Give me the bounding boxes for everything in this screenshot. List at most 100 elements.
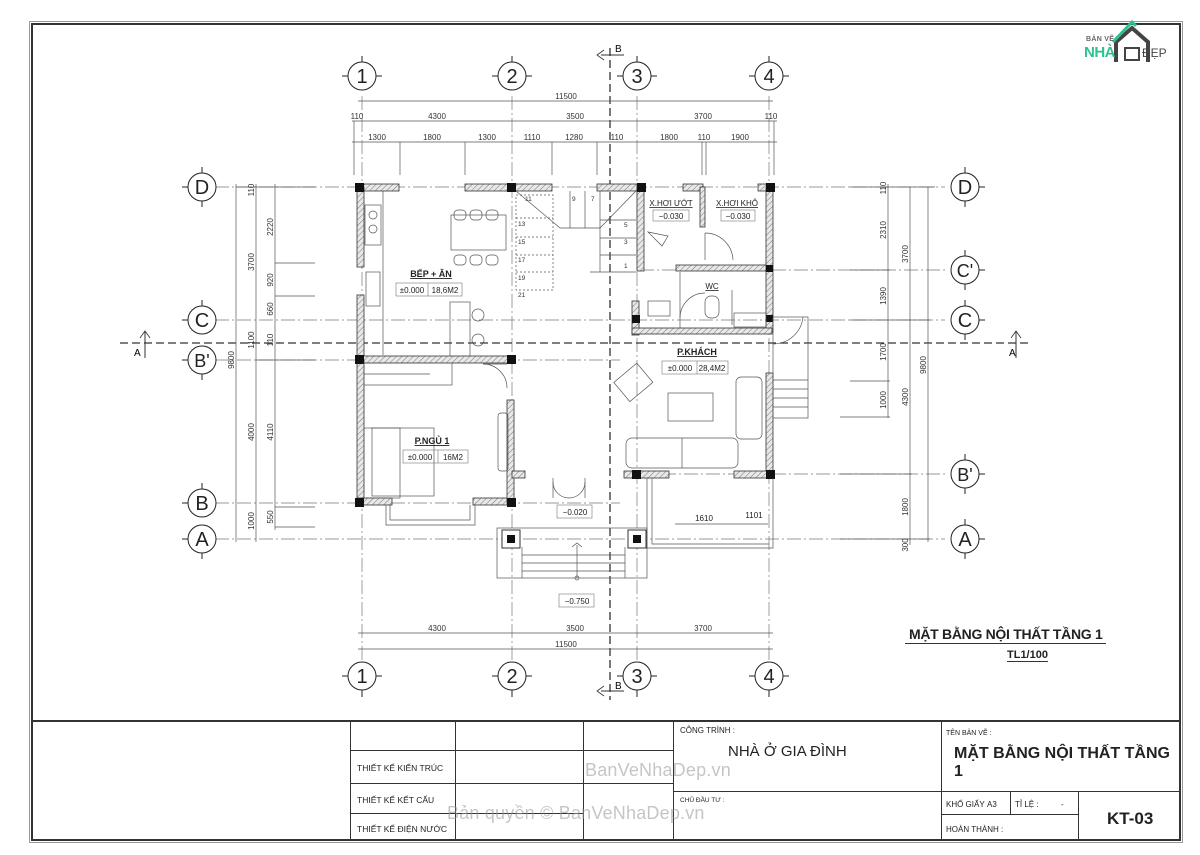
svg-text:3500: 3500: [566, 112, 584, 121]
svg-text:4110: 4110: [266, 423, 275, 441]
svg-text:−0.030: −0.030: [726, 212, 751, 221]
svg-text:WC: WC: [705, 282, 719, 291]
svg-text:A: A: [195, 529, 209, 551]
drawing-title: MẶT BẰNG NỘI THẤT TẦNG 1: [905, 626, 1107, 644]
title-block: THIẾT KẾ KIẾN TRÚC THIẾT KẾ KẾT CẤU THIẾ…: [31, 720, 1181, 841]
house-logo-icon: [1111, 19, 1150, 62]
svg-text:11: 11: [525, 196, 532, 203]
svg-text:1800: 1800: [660, 133, 678, 142]
svg-text:P.KHÁCH: P.KHÁCH: [677, 347, 717, 357]
sign-cell-5: [456, 814, 584, 841]
paper-size-cell: KHỔ GIẤY A3: [942, 792, 1011, 815]
svg-text:1100: 1100: [247, 331, 256, 349]
section-marker-b-top: B: [596, 44, 624, 61]
svg-text:2220: 2220: [266, 218, 275, 236]
svg-text:3500: 3500: [566, 624, 584, 633]
drawing-frame-outer: [29, 21, 1183, 843]
svg-text:3: 3: [631, 66, 642, 88]
svg-text:28,4M2: 28,4M2: [699, 364, 726, 373]
dimension-text-left: 9800 110 3700 1100 4000 1000 2220 920 66…: [227, 183, 275, 530]
brand-logo: BẢN VẼ NHÀ ĐẸP: [1080, 14, 1180, 64]
stove: [364, 204, 382, 246]
sheet-name-cell: TÊN BẢN VẼ : MẶT BẰNG NỘI THẤT TẦNG 1: [942, 722, 1181, 792]
grid-bubble-1-bottom: 1: [342, 661, 382, 697]
sign-cell-3: [456, 784, 584, 814]
logo-line3: ĐẸP: [1142, 46, 1167, 60]
svg-text:3700: 3700: [901, 245, 910, 263]
svg-text:1000: 1000: [247, 512, 256, 530]
interior-outlines: [363, 190, 809, 581]
svg-text:300: 300: [901, 538, 910, 552]
svg-text:3: 3: [631, 666, 642, 688]
svg-text:B': B': [957, 465, 972, 485]
design-header-cell-3: [584, 722, 674, 751]
svg-text:5: 5: [624, 222, 628, 229]
svg-text:1300: 1300: [368, 133, 386, 142]
grid-bubble-4-top: 4: [749, 56, 789, 91]
svg-text:21: 21: [518, 292, 526, 299]
grid-bubble-3-top: 3: [617, 56, 657, 91]
grid-bubble-3-bottom: 3: [617, 661, 657, 697]
title-block-blank: [31, 722, 351, 841]
svg-text:2: 2: [506, 66, 517, 88]
sheet-code: KT-03: [1107, 809, 1154, 828]
sheet-name: MẶT BẰNG NỘI THẤT TẦNG 1: [954, 745, 1170, 780]
section-marker-a-right: A: [1009, 330, 1022, 359]
grid-bubble-a-left: A: [182, 524, 217, 559]
svg-text:B': B': [194, 351, 209, 371]
svg-text:19: 19: [518, 275, 526, 282]
design-header-cell-2: [456, 722, 584, 751]
svg-text:±0.000: ±0.000: [668, 364, 693, 373]
svg-text:−0.750: −0.750: [565, 597, 590, 606]
svg-text:C: C: [195, 310, 209, 332]
svg-text:B: B: [195, 493, 208, 515]
stair-step-numbers: 11 9 7 13 15 17 19 21 5 3 1: [518, 196, 628, 299]
svg-text:11500: 11500: [555, 92, 577, 101]
svg-text:3700: 3700: [694, 624, 712, 633]
design-row-mep: THIẾT KẾ ĐIỆN NƯỚC: [351, 814, 456, 841]
svg-text:3: 3: [624, 239, 628, 246]
sink: [365, 271, 381, 307]
svg-text:1800: 1800: [901, 498, 910, 516]
svg-text:A: A: [958, 529, 972, 551]
room-wc: WC: [705, 282, 719, 291]
sheet-code-cell: KT-03: [1079, 792, 1181, 841]
scale-cell: TỈ LỆ : -: [1011, 792, 1079, 815]
owner-cell: CHỦ ĐẦU TƯ :: [674, 792, 942, 841]
svg-text:3700: 3700: [247, 253, 256, 271]
svg-text:13: 13: [518, 221, 526, 228]
level-tag-entry: −0.020: [556, 504, 593, 519]
design-row-architecture: THIẾT KẾ KIẾN TRÚC: [351, 751, 456, 784]
logo-line2: NHÀ: [1084, 44, 1116, 61]
section-marker-a-left: A: [134, 330, 151, 359]
sign-cell: [456, 751, 584, 784]
svg-text:D: D: [195, 177, 209, 199]
svg-text:4300: 4300: [428, 112, 446, 121]
grid-bubble-b-prime-left: B': [182, 345, 217, 380]
svg-text:1: 1: [356, 666, 367, 688]
grid-bubble-c-right: C: [950, 300, 985, 340]
dimensions-left: [235, 184, 315, 542]
dimension-text-top: 11500 110 4300 3500 3700 110 1300 1800 1…: [351, 92, 778, 142]
completion-cell: HOÀN THÀNH :: [942, 815, 1079, 841]
grid-bubble-c-left: C: [182, 300, 217, 335]
design-header-cell: [351, 722, 456, 751]
svg-text:15: 15: [518, 239, 526, 246]
svg-text:9: 9: [572, 196, 576, 203]
svg-text:BẾP + ĂN: BẾP + ĂN: [410, 269, 452, 279]
grid-bubble-c-prime-right: C': [950, 250, 985, 290]
svg-text:1: 1: [624, 263, 628, 270]
grid-bubble-4-bottom: 4: [749, 661, 789, 697]
svg-text:11500: 11500: [555, 640, 577, 649]
dimensions-bottom: [358, 632, 773, 650]
svg-text:110: 110: [611, 133, 624, 142]
svg-text:B: B: [615, 44, 622, 55]
svg-text:±0.000: ±0.000: [408, 453, 433, 462]
sign-cell-4: [584, 784, 674, 841]
svg-text:A: A: [1009, 348, 1016, 359]
svg-text:1: 1: [356, 66, 367, 88]
grid-bubble-1-top: 1: [342, 56, 382, 91]
svg-text:17: 17: [518, 257, 526, 264]
svg-text:110: 110: [247, 183, 256, 196]
svg-text:1101: 1101: [745, 511, 763, 520]
